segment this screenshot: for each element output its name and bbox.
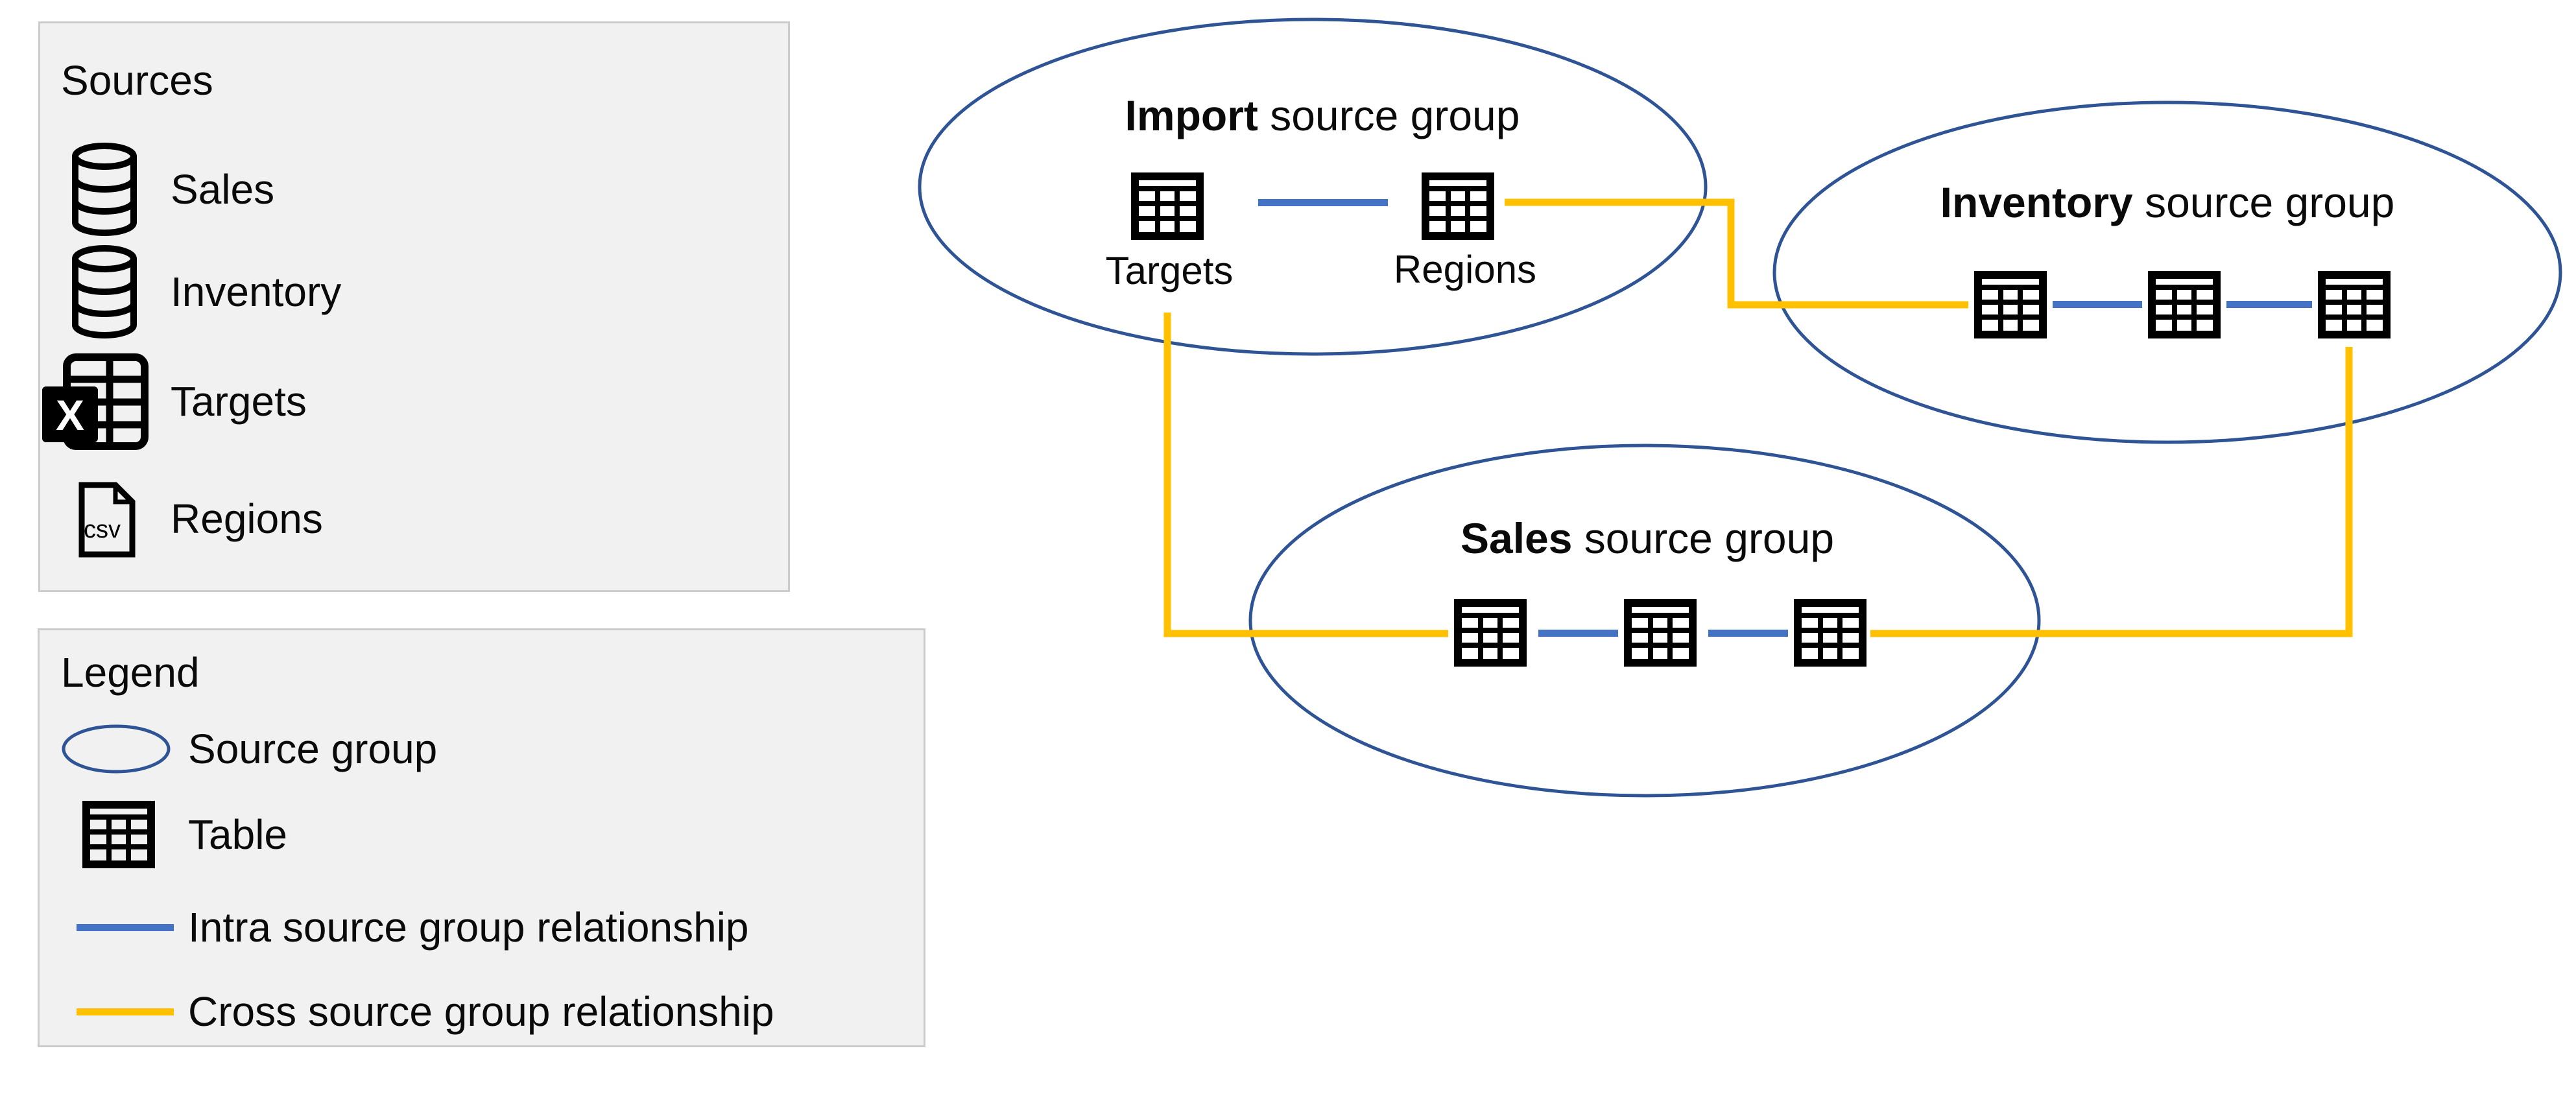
excel-icon-letter: X bbox=[56, 391, 84, 439]
table-icon-sales-2 bbox=[1628, 603, 1693, 663]
table-icon-sales-1 bbox=[1458, 603, 1523, 663]
cross-relationship-sales-to-inventory bbox=[1870, 347, 2353, 637]
import-group-title: Import source group bbox=[998, 88, 1647, 143]
import-source-group-ellipse bbox=[918, 18, 1708, 356]
import-table-regions-label: Regions bbox=[1393, 248, 1537, 291]
table-icon-inventory-1 bbox=[1978, 275, 2043, 335]
sources-panel-title: Sources bbox=[61, 57, 213, 104]
sources-item-sales-label: Sales bbox=[171, 166, 275, 213]
csv-file-icon: csv bbox=[78, 482, 136, 558]
sources-item-inventory-label: Inventory bbox=[171, 268, 342, 315]
table-icon-import-regions bbox=[1425, 176, 1490, 236]
intra-relationship-sales-2 bbox=[1708, 630, 1788, 637]
table-icon-inventory-2 bbox=[2152, 275, 2217, 335]
intra-relationship-inventory-1 bbox=[2053, 301, 2142, 308]
cross-relationship-regions-to-inventory bbox=[1505, 198, 1968, 309]
csv-icon-letters: csv bbox=[84, 516, 121, 543]
excel-icon: X bbox=[42, 353, 149, 450]
sales-group-title: Sales source group bbox=[1323, 511, 1972, 565]
table-icon-inventory-3 bbox=[2322, 275, 2387, 335]
sources-panel bbox=[38, 21, 790, 592]
sales-source-group-ellipse bbox=[1248, 444, 2041, 798]
import-group-title-rest: source group bbox=[1258, 91, 1520, 139]
sales-group-title-bold: Sales bbox=[1460, 514, 1573, 562]
legend-item-source-group-label: Source group bbox=[188, 726, 438, 772]
table-icon-sales-3 bbox=[1798, 603, 1863, 663]
sources-item-targets-label: Targets bbox=[171, 378, 307, 425]
legend-intra-relationship-line-icon bbox=[77, 924, 174, 931]
inventory-group-title-bold: Inventory bbox=[1940, 178, 2133, 226]
inventory-group-title-rest: source group bbox=[2132, 178, 2395, 226]
cross-relationship-targets-to-sales bbox=[1163, 313, 1448, 637]
table-icon-import-targets bbox=[1135, 176, 1200, 236]
sales-group-title-rest: source group bbox=[1572, 514, 1835, 562]
intra-relationship-inventory-2 bbox=[2226, 301, 2312, 308]
legend-source-group-ellipse-icon bbox=[62, 724, 171, 774]
intra-relationship-import bbox=[1258, 199, 1388, 206]
legend-item-intra-label: Intra source group relationship bbox=[188, 904, 749, 951]
inventory-source-group-ellipse bbox=[1772, 101, 2562, 444]
database-icon-inventory bbox=[75, 248, 134, 335]
legend-table-icon bbox=[86, 805, 151, 864]
sources-item-regions-label: Regions bbox=[171, 495, 323, 542]
legend-cross-relationship-line-icon bbox=[77, 1008, 174, 1015]
legend-item-table-label: Table bbox=[188, 811, 287, 858]
legend-panel bbox=[38, 628, 925, 1047]
inventory-group-title: Inventory source group bbox=[1843, 175, 2492, 230]
import-group-title-bold: Import bbox=[1125, 91, 1258, 139]
legend-item-cross-label: Cross source group relationship bbox=[188, 988, 774, 1035]
legend-panel-title: Legend bbox=[61, 649, 200, 696]
intra-relationship-sales-1 bbox=[1538, 630, 1618, 637]
database-icon-sales bbox=[75, 146, 134, 233]
import-table-targets-label: Targets bbox=[1105, 249, 1234, 292]
